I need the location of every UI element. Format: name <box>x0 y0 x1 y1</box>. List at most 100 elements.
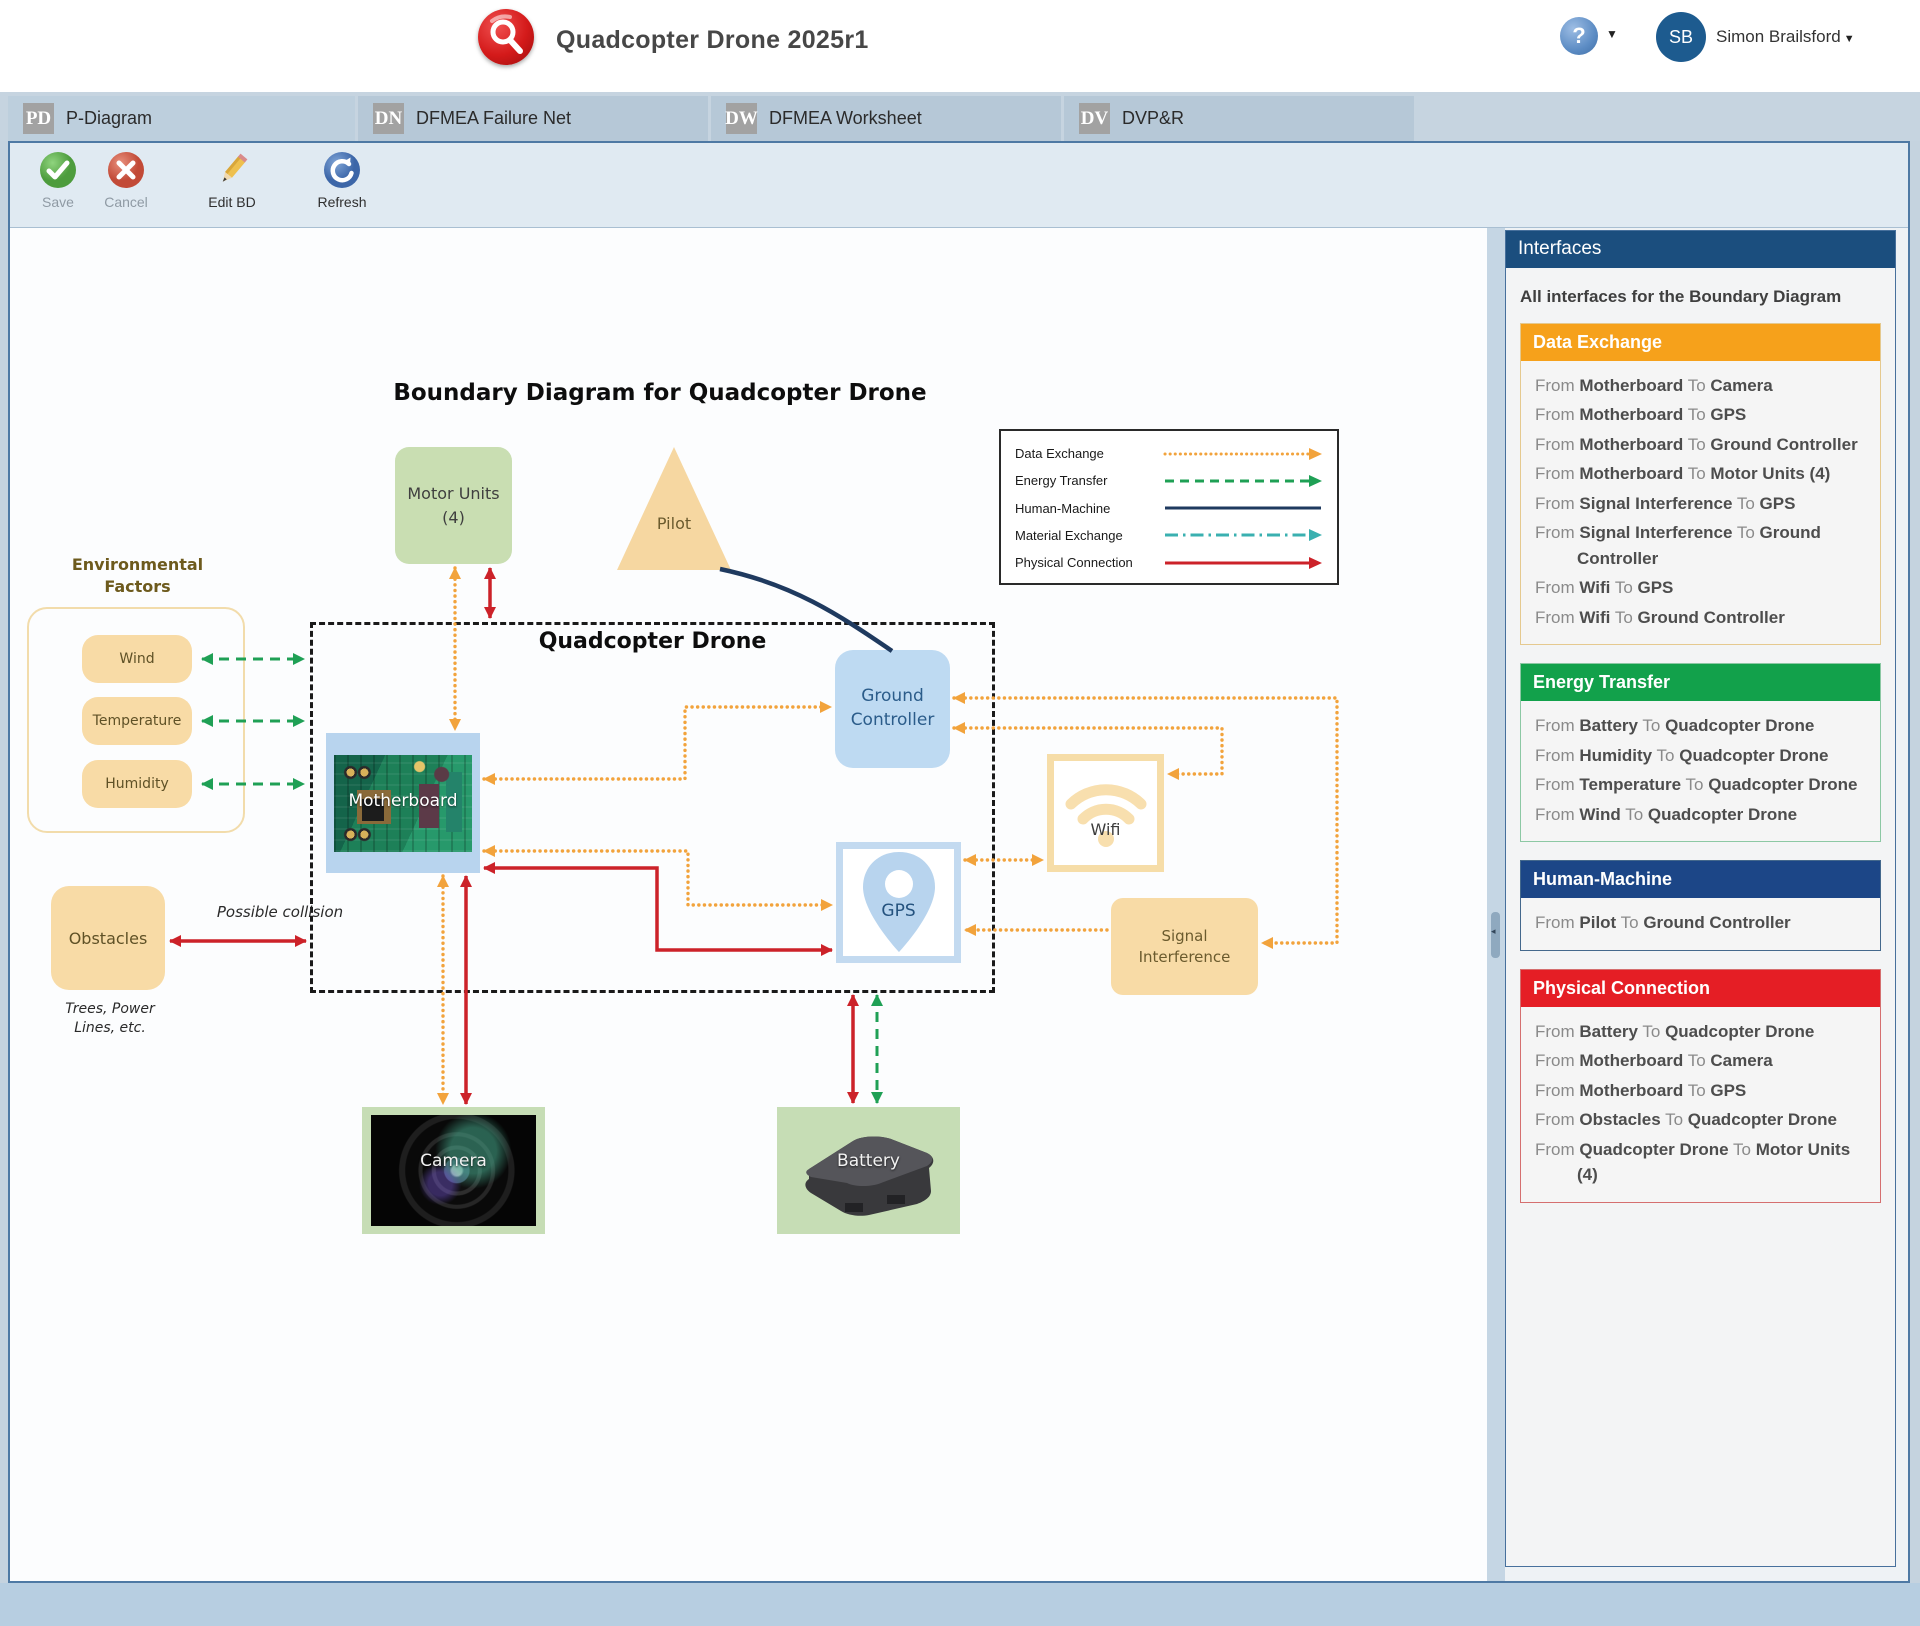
node-ground-controller[interactable]: Ground Controller <box>835 650 950 768</box>
panel-splitter[interactable] <box>1487 228 1505 1581</box>
interface-item[interactable]: From Signal Interference To GPS <box>1531 489 1870 519</box>
sidebar-region: Interfaces All interfaces for the Bounda… <box>1505 228 1908 1581</box>
interfaces-panel-body: All interfaces for the Boundary Diagram … <box>1506 268 1895 1233</box>
interface-item[interactable]: From Wifi To Ground Controller <box>1531 603 1870 633</box>
node-gps-label: GPS <box>843 901 954 921</box>
interface-item[interactable]: From Motherboard To GPS <box>1531 400 1870 430</box>
tab-dw[interactable]: DW DFMEA Worksheet <box>711 96 1061 141</box>
document-tabbar: PDP-Diagram DN DFMEA Failure Net DW DFMEA Wo… <box>0 92 1920 141</box>
interface-item[interactable]: From Wifi To GPS <box>1531 573 1870 603</box>
node-motherboard-label: Motherboard <box>326 791 480 811</box>
legend-line-sample <box>1163 528 1325 542</box>
node-wifi-label: Wifi <box>1054 820 1157 839</box>
legend-label: Energy Transfer <box>1015 473 1108 488</box>
bottom-strip <box>0 1583 1920 1626</box>
interfaces-panel: Interfaces All interfaces for the Bounda… <box>1505 230 1896 1567</box>
interface-sections: Data ExchangeFrom Motherboard To CameraF… <box>1520 323 1881 1203</box>
interface-section-energy-transfer: Energy TransferFrom Battery To Quadcopte… <box>1520 663 1881 842</box>
tab-dn[interactable]: DN DFMEA Failure Net <box>358 96 708 141</box>
interface-item[interactable]: From Obstacles To Quadcopter Drone <box>1531 1105 1870 1135</box>
interface-section-body: From Motherboard To CameraFrom Motherboa… <box>1521 361 1880 645</box>
node-camera[interactable]: Camera <box>362 1107 545 1234</box>
interface-section-data-exchange: Data ExchangeFrom Motherboard To CameraF… <box>1520 323 1881 646</box>
interface-item[interactable]: From Pilot To Ground Controller <box>1531 908 1870 938</box>
cancel-icon <box>107 151 145 189</box>
node-pilot-label: Pilot <box>617 514 731 533</box>
node-temperature[interactable]: Temperature <box>82 697 192 745</box>
diagram-legend: Data ExchangeEnergy TransferHuman-Machin… <box>999 429 1339 585</box>
node-signal-interference[interactable]: Signal Interference <box>1111 898 1258 995</box>
cancel-button[interactable]: Cancel <box>86 151 166 210</box>
app-logo-icon <box>478 9 534 65</box>
legend-line-sample <box>1163 474 1325 488</box>
interface-item[interactable]: From Motherboard To Camera <box>1531 1046 1870 1076</box>
tab-pd[interactable]: PDP-Diagram <box>8 96 355 141</box>
obstacles-note-label: Trees, Power Lines, etc. <box>35 1000 185 1038</box>
legend-row: Material Exchange <box>1015 523 1325 548</box>
node-pilot[interactable] <box>617 447 731 570</box>
user-avatar[interactable]: SB <box>1656 12 1706 62</box>
interface-item[interactable]: From Humidity To Quadcopter Drone <box>1531 741 1870 771</box>
interface-section-header: Physical Connection <box>1521 970 1880 1007</box>
legend-row: Physical Connection <box>1015 550 1325 575</box>
interface-item[interactable]: From Motherboard To Ground Controller <box>1531 430 1870 460</box>
diagram-canvas[interactable]: Boundary Diagram for Quadcopter Drone Da… <box>10 228 1487 1581</box>
user-menu[interactable]: Simon Brailsford <box>1716 27 1855 47</box>
interface-section-header: Data Exchange <box>1521 324 1880 361</box>
tab-label: DVP&R <box>1122 108 1184 129</box>
battery-photo <box>795 1121 943 1221</box>
node-humidity[interactable]: Humidity <box>82 760 192 808</box>
legend-label: Material Exchange <box>1015 528 1123 543</box>
interface-item[interactable]: From Motherboard To Motor Units (4) <box>1531 459 1870 489</box>
node-wind[interactable]: Wind <box>82 635 192 683</box>
tab-label: DFMEA Worksheet <box>769 108 922 129</box>
env-factors-label: Environmental Factors <box>30 554 245 599</box>
possible-collision-label: Possible collision <box>170 903 390 921</box>
content-frame: Save Cancel <box>8 141 1910 1583</box>
legend-row: Human-Machine <box>1015 496 1325 521</box>
refresh-button[interactable]: Refresh <box>302 151 382 210</box>
node-motherboard[interactable]: Motherboard <box>326 733 480 873</box>
interface-section-human-machine: Human-MachineFrom Pilot To Ground Contro… <box>1520 860 1881 951</box>
content-row: Boundary Diagram for Quadcopter Drone Da… <box>10 228 1908 1581</box>
node-gps[interactable]: GPS <box>836 842 961 963</box>
tab-label: DFMEA Failure Net <box>416 108 571 129</box>
save-icon <box>39 151 77 189</box>
interface-section-body: From Battery To Quadcopter DroneFrom Hum… <box>1521 701 1880 841</box>
node-obstacles[interactable]: Obstacles <box>51 886 165 990</box>
legend-label: Data Exchange <box>1015 446 1104 461</box>
interfaces-panel-title: Interfaces <box>1506 231 1895 268</box>
app-header: Quadcopter Drone 2025r1 ? ▼ SB Simon Bra… <box>0 0 1920 92</box>
interface-item[interactable]: From Motherboard To GPS <box>1531 1076 1870 1106</box>
interfaces-subtitle: All interfaces for the Boundary Diagram <box>1520 286 1881 309</box>
refresh-icon <box>323 151 361 189</box>
interface-item[interactable]: From Battery To Quadcopter Drone <box>1531 711 1870 741</box>
legend-label: Physical Connection <box>1015 555 1133 570</box>
tab-dv[interactable]: DV DVP&R <box>1064 96 1414 141</box>
node-battery-label: Battery <box>777 1151 960 1171</box>
interface-item[interactable]: From Signal Interference To Ground Contr… <box>1531 518 1870 573</box>
edit-bd-button[interactable]: Edit BD <box>192 151 272 210</box>
node-wifi[interactable]: Wifi <box>1047 754 1164 872</box>
interface-section-body: From Pilot To Ground Controller <box>1521 898 1880 950</box>
legend-line-sample <box>1163 447 1325 461</box>
node-battery[interactable]: Battery <box>777 1107 960 1234</box>
tab-badge: DN <box>373 103 404 134</box>
tab-badge: DW <box>726 103 757 134</box>
help-dropdown-caret-icon[interactable]: ▼ <box>1606 27 1618 41</box>
help-icon[interactable]: ? <box>1560 17 1598 55</box>
tab-badge: DV <box>1079 103 1110 134</box>
splitter-handle[interactable] <box>1491 912 1500 958</box>
interface-item[interactable]: From Temperature To Quadcopter Drone <box>1531 770 1870 800</box>
interface-item[interactable]: From Wind To Quadcopter Drone <box>1531 800 1870 830</box>
node-motor-units[interactable]: Motor Units (4) <box>395 447 512 564</box>
interface-item[interactable]: From Quadcopter Drone To Motor Units (4) <box>1531 1135 1870 1190</box>
app-title: Quadcopter Drone 2025r1 <box>556 26 869 55</box>
interface-section-body: From Battery To Quadcopter DroneFrom Mot… <box>1521 1007 1880 1202</box>
interface-item[interactable]: From Motherboard To Camera <box>1531 371 1870 401</box>
interface-section-header: Energy Transfer <box>1521 664 1880 701</box>
pencil-icon <box>213 151 251 189</box>
legend-line-sample <box>1163 501 1325 515</box>
interface-item[interactable]: From Battery To Quadcopter Drone <box>1531 1017 1870 1047</box>
